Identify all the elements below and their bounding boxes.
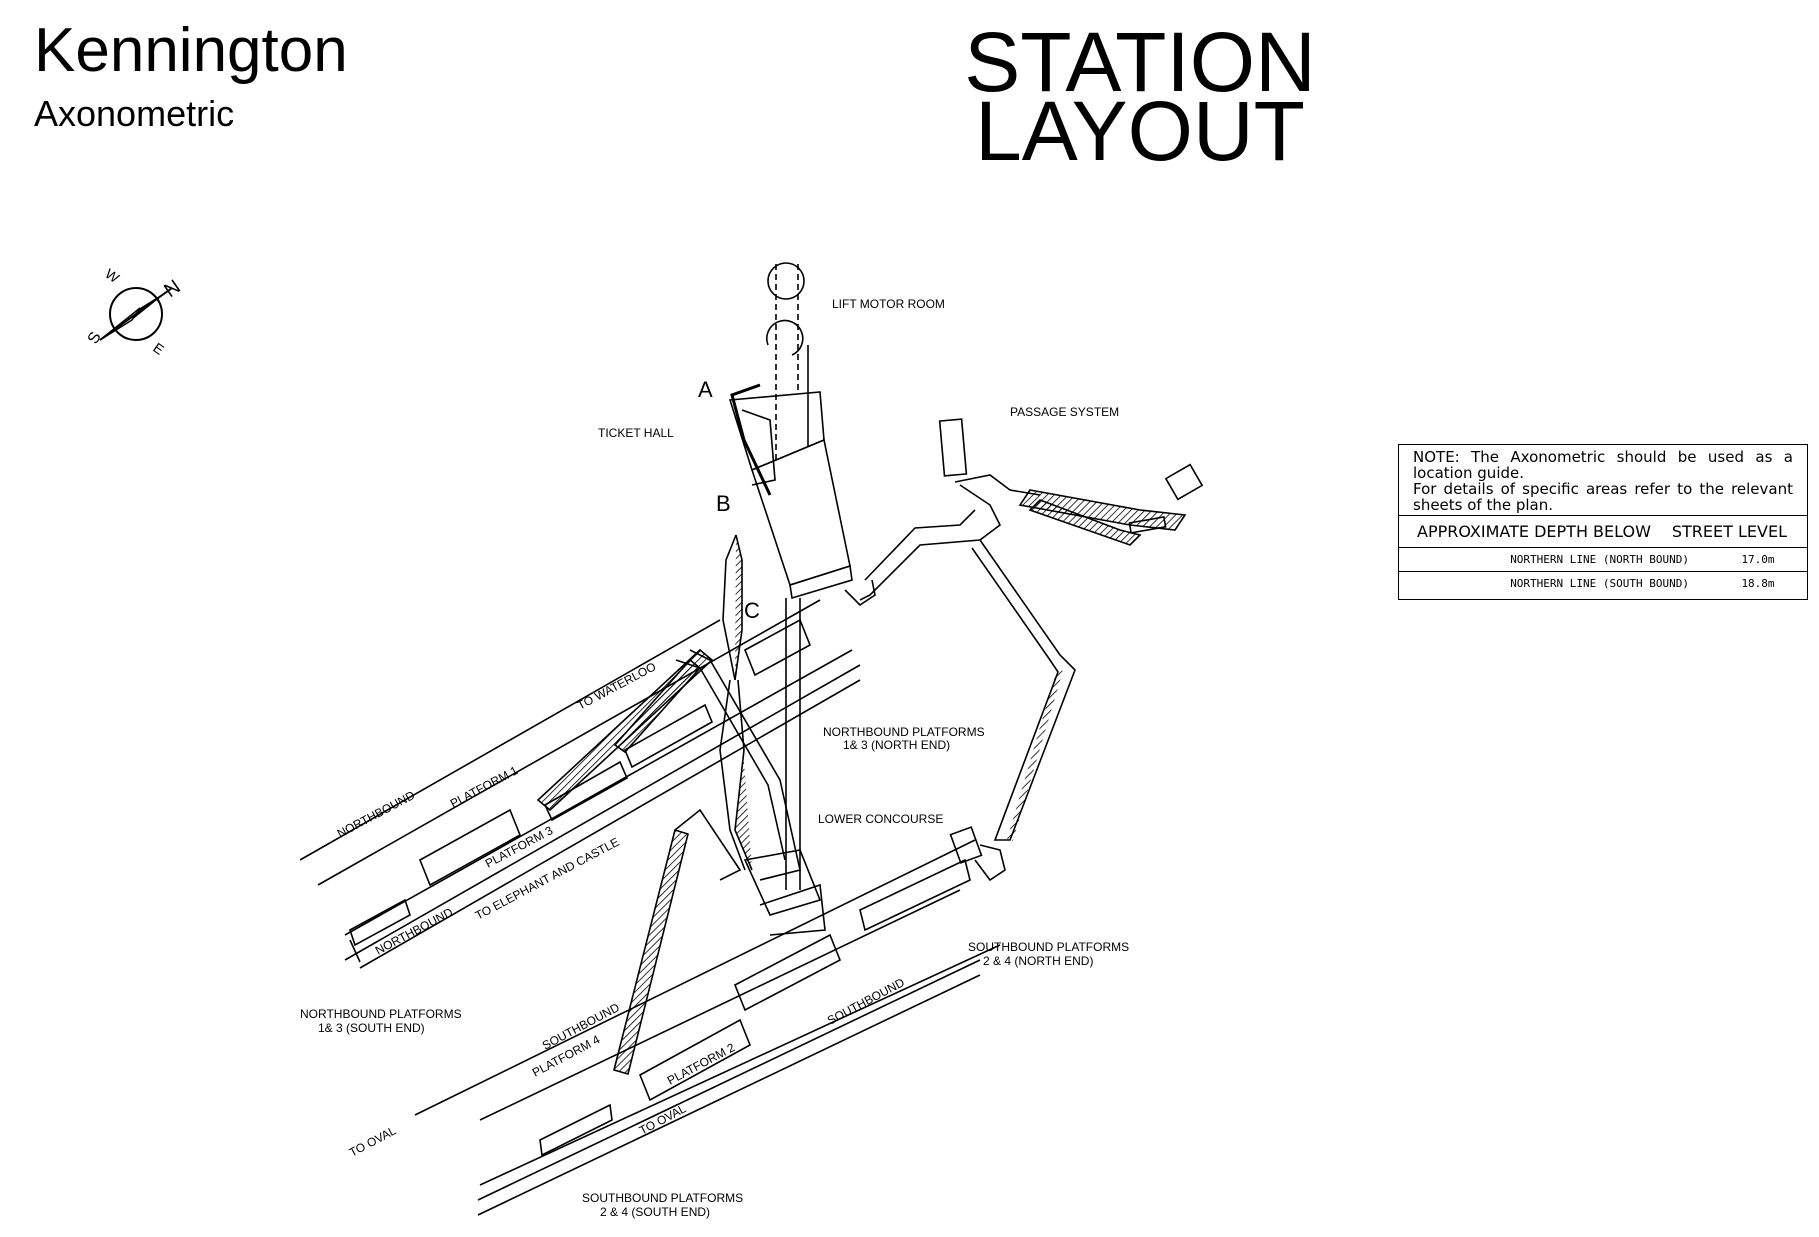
station-subtitle: Axonometric	[34, 93, 235, 134]
depth-value: 17.0m	[1741, 553, 1775, 566]
label-passage-system: PASSAGE SYSTEM	[1010, 405, 1119, 419]
table-row: NORTHERN LINE (NORTH BOUND) 17.0m	[1399, 548, 1807, 571]
depth-value: 18.8m	[1741, 577, 1775, 590]
label-to-oval-mid: TO OVAL	[637, 1101, 689, 1137]
station-structure	[299, 262, 1204, 1216]
label-sb-platforms-north: SOUTHBOUND PLATFORMS	[968, 940, 1129, 954]
label-nb-platforms-south-2: 1& 3 (SOUTH END)	[318, 1021, 425, 1035]
label-a: A	[698, 377, 713, 402]
label-ticket-hall: TICKET HALL	[598, 426, 674, 440]
label-b: B	[716, 491, 731, 516]
depth-line-name: NORTHERN LINE (SOUTH BOUND)	[1510, 577, 1689, 590]
label-platform-1: PLATFORM 1	[448, 763, 521, 810]
depth-table-header: APPROXIMATE DEPTH BELOW STREET LEVEL	[1399, 515, 1807, 548]
label-to-oval-left: TO OVAL	[347, 1123, 399, 1159]
label-nb-platforms-north-2: 1& 3 (NORTH END)	[843, 738, 950, 752]
label-lift-motor-room: LIFT MOTOR ROOM	[832, 297, 945, 311]
station-name: Kennington	[34, 16, 348, 85]
title-line-1: STATION	[964, 15, 1316, 109]
label-c: C	[744, 598, 760, 623]
depth-header-left: APPROXIMATE DEPTH BELOW	[1417, 522, 1651, 541]
label-platform-3: PLATFORM 3	[483, 823, 556, 870]
compass-icon: N S E W	[85, 265, 185, 357]
page-title: STATION LAYOUT	[930, 15, 1350, 178]
compass-e: E	[150, 339, 167, 357]
compass-s: S	[85, 329, 105, 347]
label-sb-platforms-south: SOUTHBOUND PLATFORMS	[582, 1191, 743, 1205]
depth-header-right: STREET LEVEL	[1671, 522, 1787, 541]
label-sb-platforms-north-2: 2 & 4 (NORTH END)	[983, 954, 1093, 968]
label-northbound-upper: NORTHBOUND	[335, 788, 418, 841]
title-line-2: LAYOUT	[975, 83, 1305, 178]
label-nb-platforms-north: NORTHBOUND PLATFORMS	[823, 725, 985, 739]
table-row: NORTHERN LINE (SOUTH BOUND) 18.8m	[1399, 571, 1807, 595]
diagram-labels: LIFT MOTOR ROOM PASSAGE SYSTEM TICKET HA…	[300, 297, 1129, 1219]
note-line-2: For details of specific areas refer to t…	[1413, 480, 1793, 514]
note-box: NOTE: The Axonometric should be used as …	[1398, 444, 1808, 600]
label-sb-platforms-south-2: 2 & 4 (SOUTH END)	[600, 1205, 710, 1219]
compass-w: W	[102, 265, 123, 286]
label-nb-platforms-south: NORTHBOUND PLATFORMS	[300, 1007, 462, 1021]
depth-line-name: NORTHERN LINE (NORTH BOUND)	[1510, 553, 1689, 566]
label-lower-concourse: LOWER CONCOURSE	[818, 812, 943, 826]
compass-n: N	[160, 276, 184, 302]
note-line-1: NOTE: The Axonometric should be used as …	[1413, 448, 1793, 482]
note-text: NOTE: The Axonometric should be used as …	[1399, 445, 1807, 515]
